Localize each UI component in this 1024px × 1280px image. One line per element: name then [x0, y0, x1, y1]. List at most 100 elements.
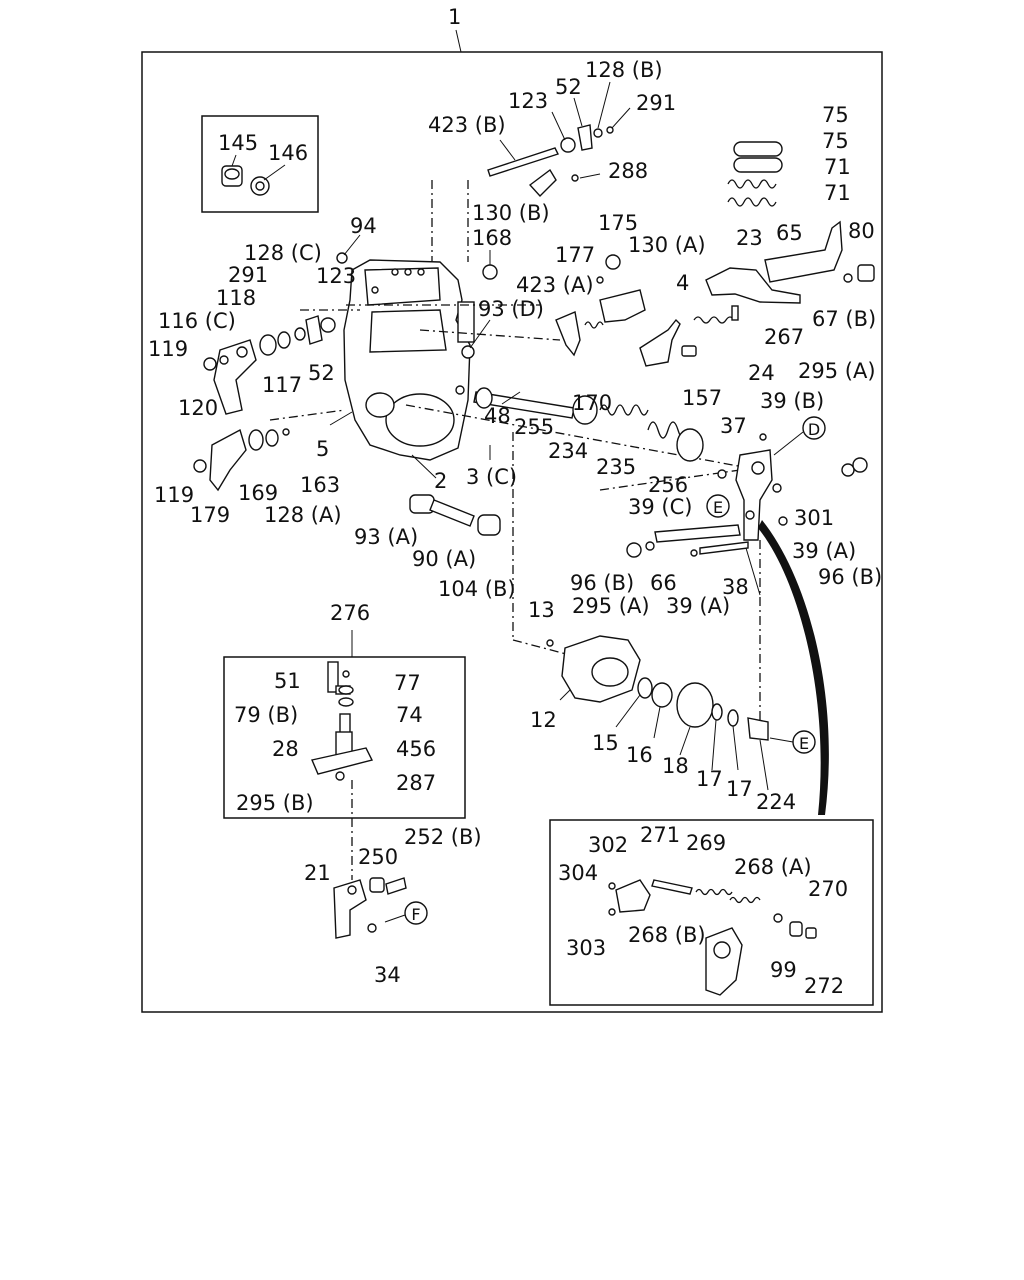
callout-287: 287 — [396, 771, 436, 795]
spring-71-lower — [727, 197, 777, 207]
pump-housing — [343, 259, 475, 461]
callout-38: 38 — [722, 575, 749, 599]
callout-13: 13 — [528, 598, 555, 622]
callout-250: 250 — [358, 845, 398, 869]
callout-170: 170 — [572, 391, 612, 415]
callout-28: 28 — [272, 737, 299, 761]
callout-295a-top: 295 (A) — [798, 359, 876, 383]
plate-287 — [311, 747, 374, 775]
bracket-65 — [764, 220, 843, 283]
callout-423a: 423 (A) — [516, 273, 594, 297]
cap-256 — [676, 428, 704, 462]
callout-169: 169 — [238, 481, 278, 505]
callout-77: 77 — [394, 671, 421, 695]
callout-295b: 295 (B) — [236, 791, 314, 815]
main-frame — [141, 51, 883, 1013]
callout-71-b: 71 — [824, 181, 851, 205]
callout-116c: 116 (C) — [158, 309, 236, 333]
callout-302: 302 — [588, 833, 628, 857]
callout-23: 23 — [736, 226, 763, 250]
inset-box-276 — [223, 656, 466, 819]
lever-423a — [555, 311, 581, 357]
bracket-130b — [528, 168, 557, 198]
washer-146 — [250, 176, 270, 196]
callout-304: 304 — [558, 861, 598, 885]
callout-256: 256 — [648, 473, 688, 497]
connector-D: D — [802, 416, 826, 440]
svg-text:F: F — [411, 905, 420, 924]
callout-79b: 79 (B) — [234, 703, 298, 727]
svg-text:E: E — [799, 734, 809, 753]
callout-128c: 128 (C) — [244, 241, 322, 265]
callout-39a-right: 39 (A) — [792, 539, 856, 563]
callout-120: 120 — [178, 396, 218, 420]
callout-21: 21 — [304, 861, 331, 885]
callout-269: 269 — [686, 831, 726, 855]
callout-99: 99 — [770, 958, 797, 982]
callout-93a: 93 (A) — [354, 525, 418, 549]
callout-48: 48 — [484, 404, 511, 428]
svg-text:E: E — [713, 498, 723, 517]
callout-34: 34 — [374, 963, 401, 987]
spring-71-upper — [727, 179, 777, 189]
callout-270: 270 — [808, 877, 848, 901]
callout-24: 24 — [748, 361, 775, 385]
bushing-16 — [651, 682, 673, 708]
callout-52-left: 52 — [308, 361, 335, 385]
callout-37: 37 — [720, 414, 747, 438]
callout-234: 234 — [548, 439, 588, 463]
callout-291-left: 291 — [228, 263, 268, 287]
callout-1: 1 — [448, 5, 461, 29]
callout-71-a: 71 — [824, 155, 851, 179]
callout-291-top: 291 — [636, 91, 676, 115]
sleeve-75-upper — [733, 141, 783, 157]
governor-cover-12 — [561, 635, 641, 703]
callout-65: 65 — [776, 221, 803, 245]
governor-shaft-51 — [327, 661, 354, 757]
callout-39c: 39 (C) — [628, 495, 692, 519]
callout-130a: 130 (A) — [628, 233, 706, 257]
callout-118: 118 — [216, 286, 256, 310]
callout-80: 80 — [848, 219, 875, 243]
callout-128a: 128 (A) — [264, 503, 342, 527]
bracket-268b — [705, 927, 743, 996]
bushing-255 — [572, 395, 598, 425]
callout-288: 288 — [608, 159, 648, 183]
callout-52-top: 52 — [555, 75, 582, 99]
callout-179: 179 — [190, 503, 230, 527]
callout-12: 12 — [530, 708, 557, 732]
lever-23 — [705, 267, 801, 304]
spring-234 — [599, 404, 649, 416]
callout-123-left: 123 — [316, 264, 356, 288]
callout-94: 94 — [350, 214, 377, 238]
lever-4 — [639, 318, 681, 367]
callout-423b: 423 (B) — [428, 113, 506, 137]
callout-168: 168 — [472, 226, 512, 250]
pin-38 — [699, 541, 749, 555]
callout-66: 66 — [650, 571, 677, 595]
callout-2: 2 — [434, 469, 447, 493]
callout-456: 456 — [396, 737, 436, 761]
callout-51: 51 — [274, 669, 301, 693]
lever-179 — [209, 428, 247, 492]
callout-39a-left: 39 (A) — [666, 594, 730, 618]
callout-75-b: 75 — [822, 129, 849, 153]
callout-90a: 90 (A) — [412, 547, 476, 571]
bracket-130a — [599, 289, 646, 323]
callout-117: 117 — [262, 373, 302, 397]
connector-E-top: E — [706, 494, 730, 518]
callout-75-a: 75 — [822, 103, 849, 127]
callout-177: 177 — [555, 243, 595, 267]
callout-15: 15 — [592, 731, 619, 755]
callout-67b: 67 (B) — [812, 307, 876, 331]
callout-295a-mid: 295 (A) — [572, 594, 650, 618]
sleeve-75-lower — [733, 157, 783, 173]
lever-120 — [213, 339, 257, 415]
shaft-66 — [654, 524, 741, 543]
rod-423b — [487, 147, 559, 177]
callout-224: 224 — [756, 790, 796, 814]
callout-145: 145 — [218, 131, 258, 155]
callout-268b: 268 (B) — [628, 923, 706, 947]
callout-130b: 130 (B) — [472, 201, 550, 225]
